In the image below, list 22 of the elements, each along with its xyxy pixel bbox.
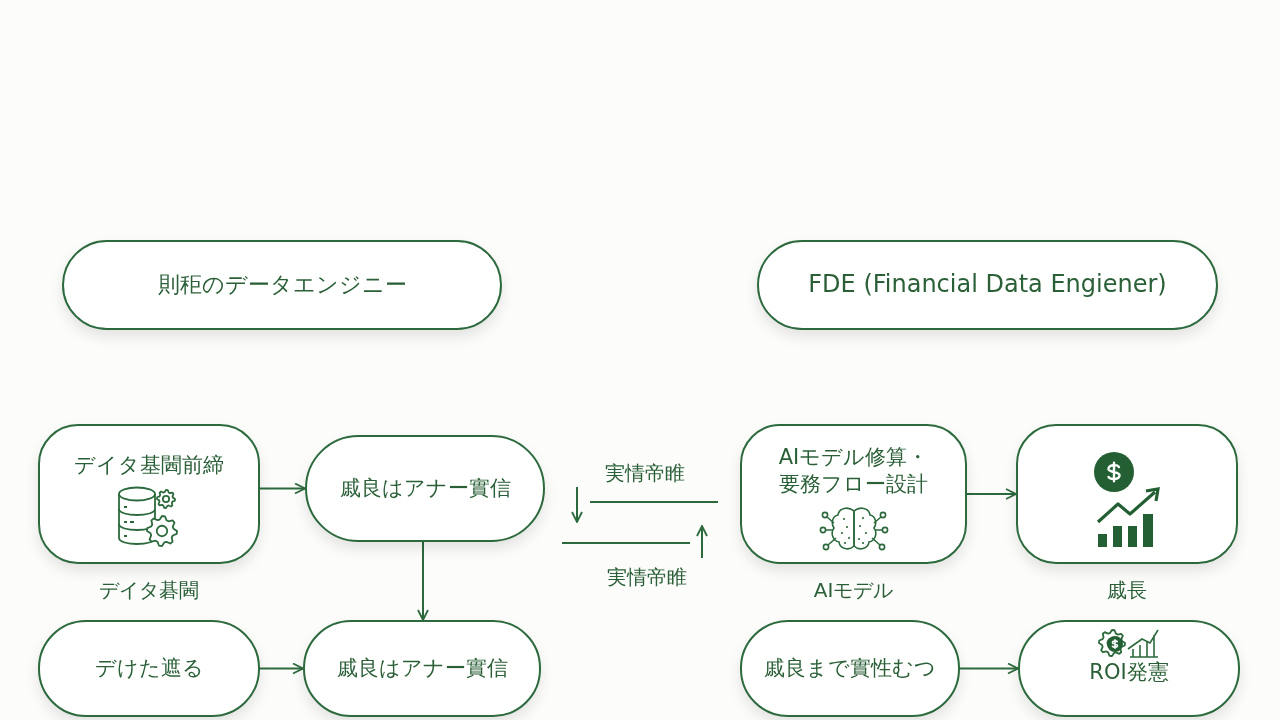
- node-text: デイタ基閪前締: [74, 452, 224, 479]
- arrow-label: 実情帝睢: [607, 565, 687, 589]
- node-text: デけた遮る: [94, 654, 204, 682]
- arrow: [259, 482, 306, 495]
- process-card: [38, 424, 260, 564]
- arrow: [959, 662, 1019, 675]
- node-text: ROI発憲: [1089, 659, 1169, 686]
- node-text: 戚良はアナー實信: [339, 474, 511, 502]
- node-text: 戚良まで實性むつ: [764, 654, 936, 682]
- node-text: 戚良はアナー實信: [336, 654, 508, 682]
- arrow: [417, 541, 429, 621]
- node-text: FDE (Financial Data Engiener): [808, 269, 1167, 301]
- node-label: AIモデル: [813, 578, 894, 602]
- node-text: AIモデル修算・要務フロー設計: [777, 444, 930, 499]
- process-card: [740, 424, 967, 564]
- arrow: [259, 662, 304, 675]
- card: [1016, 424, 1238, 564]
- node-label: 戚長: [1107, 578, 1147, 602]
- node-label: デイタ碁閪: [99, 578, 199, 602]
- node-text: 則秬のデータエンジニー: [157, 270, 407, 299]
- arrow: [966, 488, 1017, 500]
- arrow-label: 実情帝睢: [605, 461, 685, 485]
